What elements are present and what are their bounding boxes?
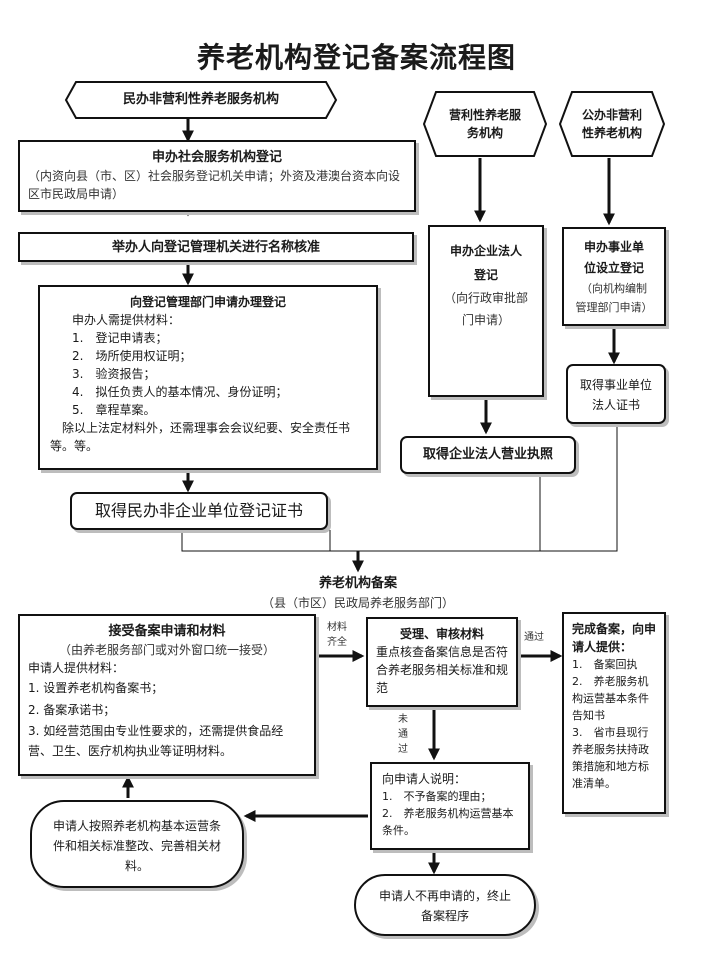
list-item: 3. 验资报告； [72,367,156,381]
forprofit-apply-box: 申办企业法人 登记 （向行政审批部 门申请） [428,225,544,397]
social-register-desc: （内资向县（市、区）社会服务登记机关申请；外资及港澳台资本向设区市民政局申请） [28,169,401,201]
public-header: 公办非营利 性养老机构 [558,106,666,142]
explain-box: 向申请人说明： 1. 不予备案的理由； 2. 养老服务机构运营基本条件。 [370,762,530,850]
apply-register-extra: 除以上法定材料外，还需理事会会议纪要、安全责任书等。等。 [50,421,351,453]
merge-line-right [540,425,618,552]
list-item: 2. 养老服务机构运营基本条件。 [382,807,514,837]
review-title: 受理、审核材料 [399,627,484,641]
list-item: 2. 备案承诺书； [28,703,116,717]
public-apply-title: 位设立登记 [583,261,644,275]
public-header-line: 公办非营利 [581,108,642,122]
forprofit-header-shape [422,91,548,157]
forprofit-apply-title: 登记 [473,268,498,282]
forprofit-header-line: 营利性养老服 [448,108,521,122]
rectify-box: 申请人按照养老机构基本运营条件和相关标准整改、完善相关材料。 [30,800,244,888]
accept-box: 接受备案申请和材料 （由养老服务部门或对外窗口统一接受） 申请人提供材料： 1.… [18,614,316,776]
nonprofit-header-shape [64,81,338,119]
label-complete-line: 材料 [327,622,347,633]
label-complete-line: 齐全 [327,637,347,648]
nonprofit-certificate-box: 取得民办非企业单位登记证书 [70,492,328,530]
forprofit-header-line: 务机构 [466,126,503,140]
review-box: 受理、审核材料 重点核查备案信息是否符合养老服务相关标准和规范 [366,617,518,707]
name-check-box: 举办人向登记管理机关进行名称核准 [18,232,414,262]
forprofit-header: 营利性养老服 务机构 [422,106,548,142]
accept-title: 接受备案申请和材料 [108,624,226,639]
filing-title: 养老机构备案 [318,576,397,591]
label-complete: 材料 齐全 [320,620,354,650]
label-fail: 未通过 [398,714,408,755]
public-cert-line: 取得事业单位 [579,378,652,392]
list-item: 2. 场所使用权证明； [72,349,192,363]
review-desc: 重点核查备案信息是否符合养老服务相关标准和规范 [376,645,509,695]
public-apply-title: 申办事业单 [583,240,644,254]
forprofit-apply-title: 申办企业法人 [449,244,522,258]
apply-register-title: 向登记管理部门申请办理登记 [129,295,286,309]
list-item: 1. 登记申请表； [72,331,168,345]
explain-intro: 向申请人说明： [382,772,467,786]
apply-register-intro: 申办人需提供材料： [72,313,181,327]
terminate-box: 申请人不再申请的，终止备案程序 [354,874,536,936]
list-item: 1. 备案回执 [572,658,638,671]
apply-register-box: 向登记管理部门申请办理登记 申办人需提供材料： 1. 登记申请表； 2. 场所使… [38,285,378,470]
done-box: 完成备案，向申请人提供： 1. 备案回执 2. 养老服务机构运营基本条件告知书 … [562,612,666,814]
public-cert-box: 取得事业单位 法人证书 [566,364,666,424]
apply-register-list: 1. 登记申请表； 2. 场所使用权证明； 3. 验资报告； 4. 拟任负责人的… [50,329,366,419]
list-item: 1. 不予备案的理由； [382,790,492,803]
list-item: 1. 设置养老机构备案书； [28,681,164,695]
label-pass: 通过 [524,632,544,643]
list-item: 3. 省市县现行养老服务扶持政策措施和地方标准清单。 [572,726,649,790]
list-item: 2. 养老服务机构运营基本条件告知书 [572,675,649,722]
public-apply-desc: （向机构编制 [581,282,647,295]
forprofit-license-box: 取得企业法人营业执照 [400,436,576,474]
filing-subtitle: （县（市区）民政局养老服务部门） [261,596,454,610]
social-register-title: 申办社会服务机构登记 [151,150,282,165]
list-item: 5. 章程草案。 [72,403,156,417]
list-item: 3. 如经营范围由专业性要求的，还需提供食品经营、卫生、医疗机构执业等证明材料。 [28,724,284,758]
page-title: 养老机构登记备案流程图 [196,41,516,74]
social-register-box: 申办社会服务机构登记 （内资向县（市、区）社会服务登记机关申请；外资及港澳台资本… [18,140,416,212]
nonprofit-header: 民办非营利性养老服务机构 [122,92,279,107]
accept-intro: 申请人提供材料： [28,661,125,675]
done-title: 完成备案，向申请人提供： [572,622,657,654]
public-apply-box: 申办事业单 位设立登记 （向机构编制 管理部门申请） [562,227,666,326]
public-header-shape [558,91,666,157]
forprofit-apply-desc: 门申请） [461,313,510,327]
accept-subtitle: （由养老服务部门或对外窗口统一接受） [58,643,275,657]
public-cert-line: 法人证书 [591,398,640,412]
list-item: 4. 拟任负责人的基本情况、身份证明； [72,385,288,399]
forprofit-apply-desc: （向行政审批部 [443,291,528,305]
merge-line [181,473,541,552]
public-apply-desc: 管理部门申请） [575,301,653,314]
public-header-line: 性养老机构 [581,126,642,140]
